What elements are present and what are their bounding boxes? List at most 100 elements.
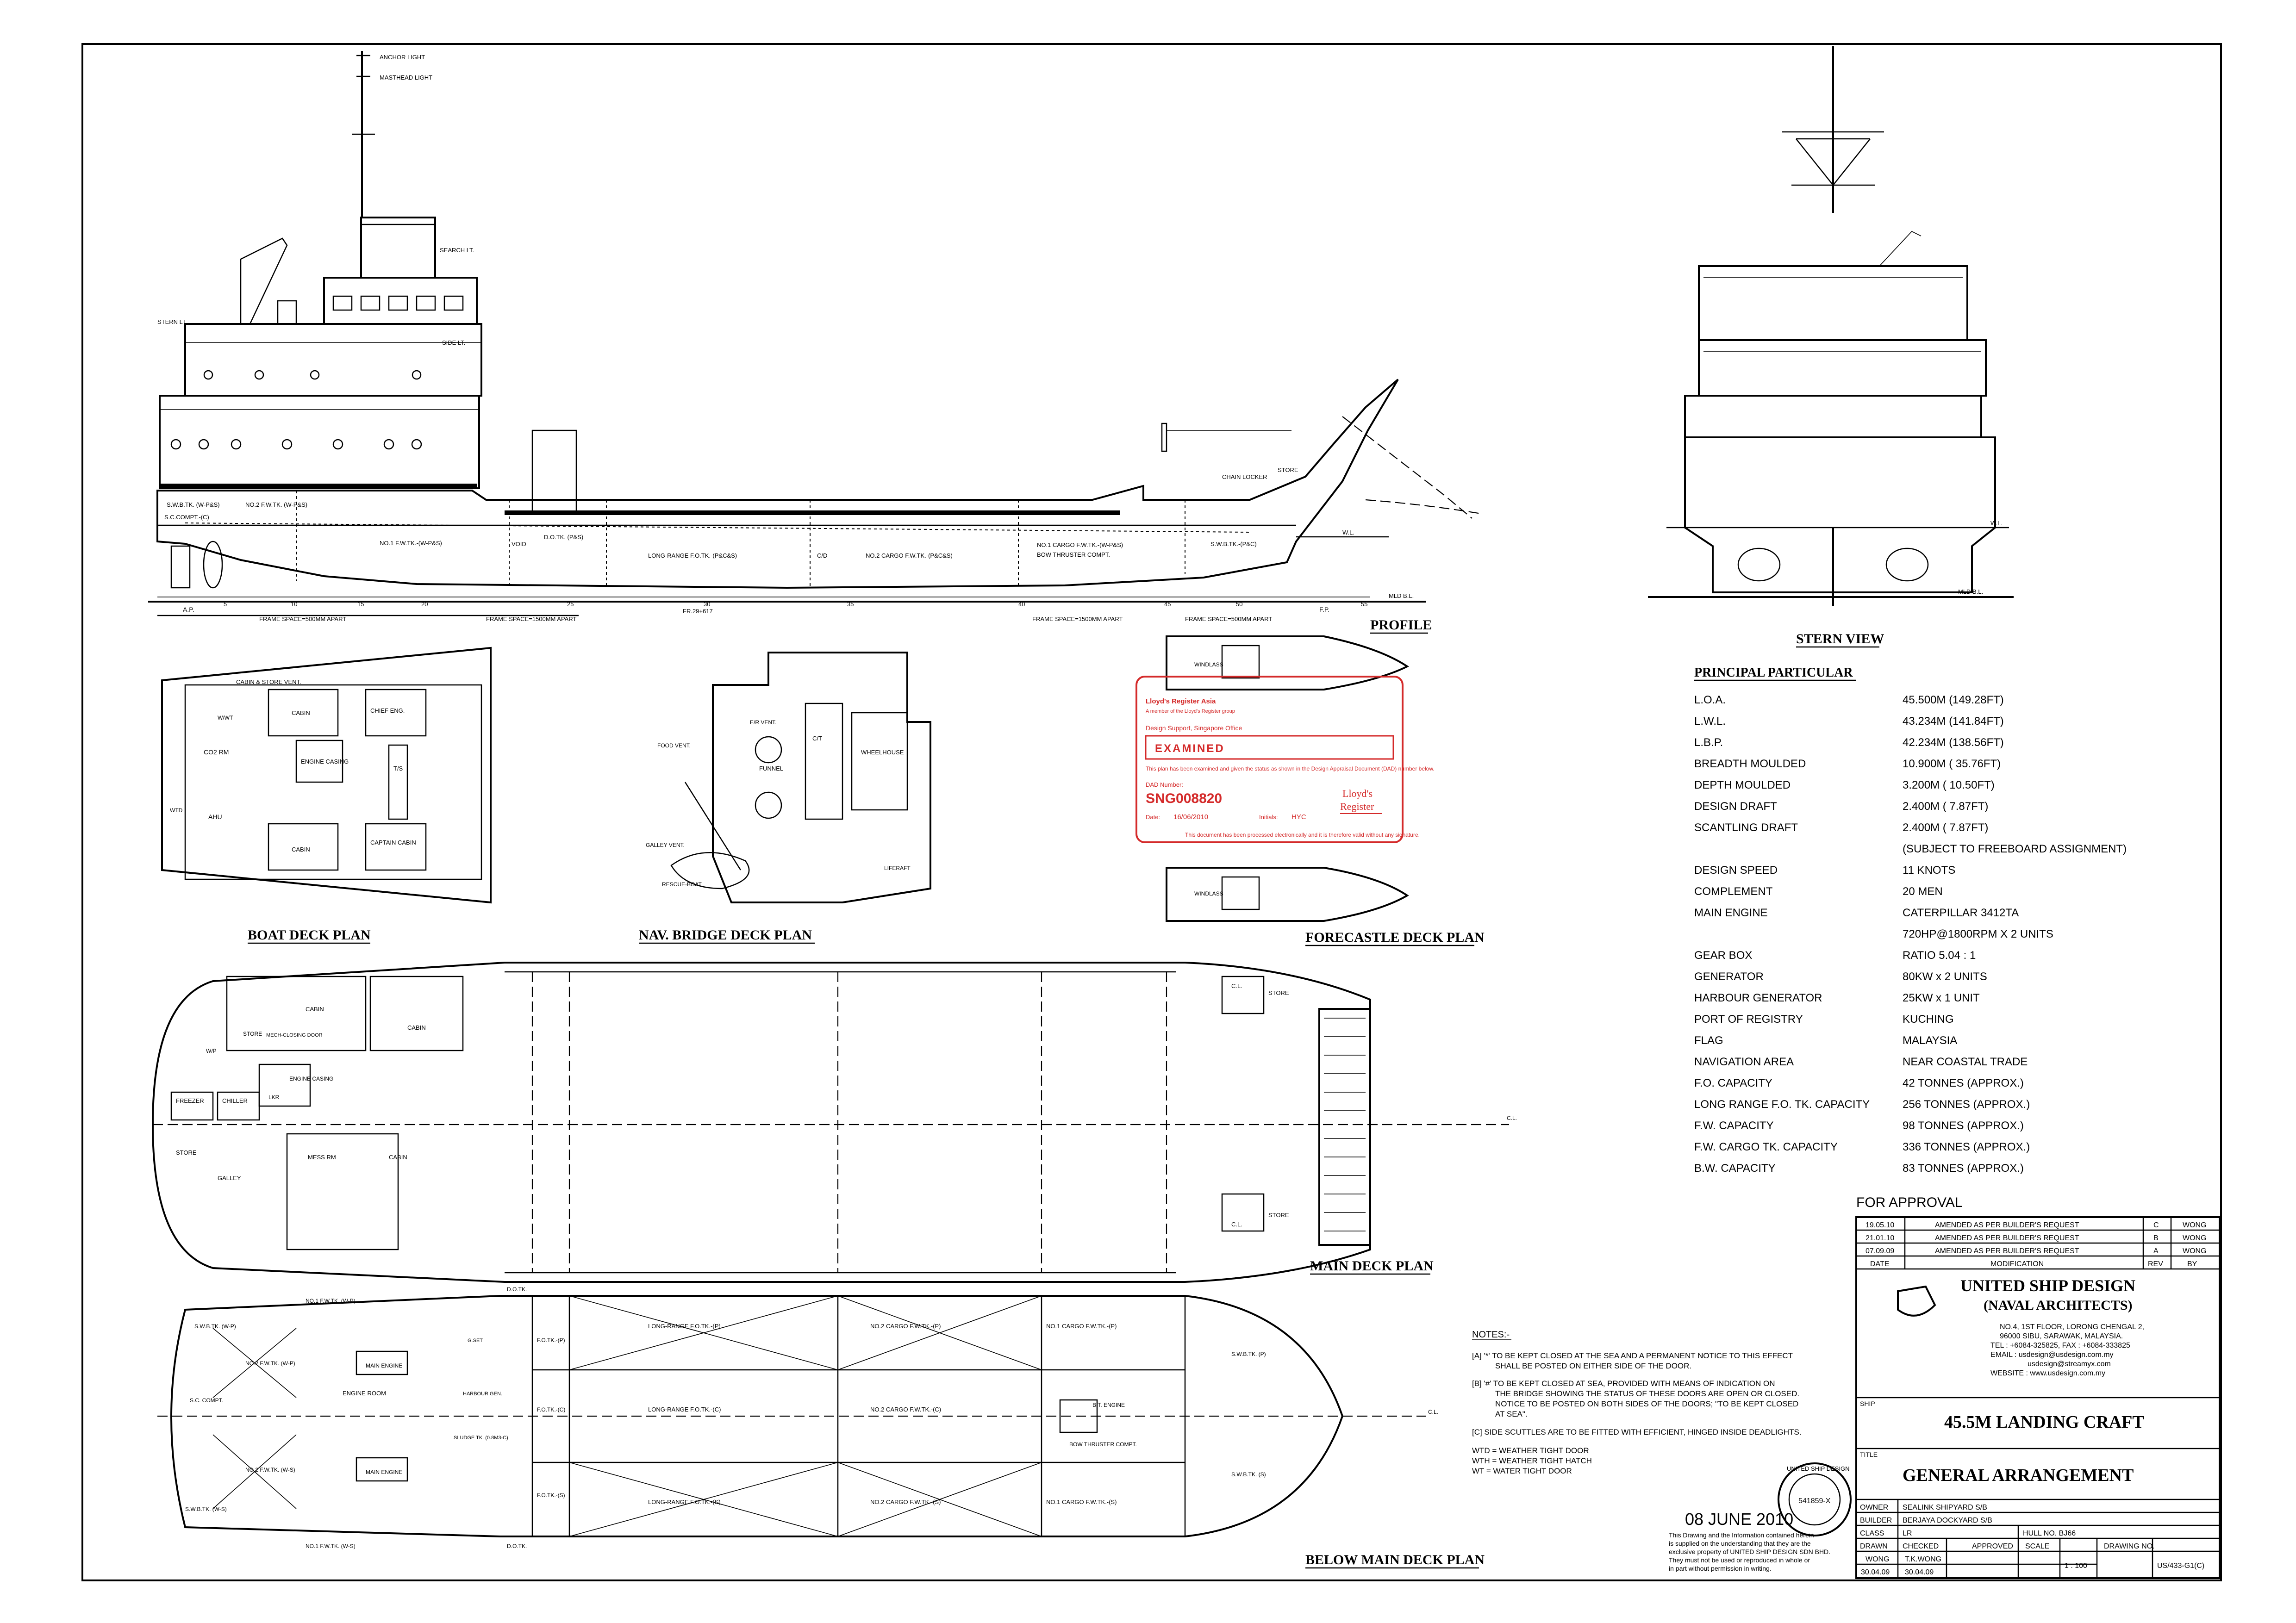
stamp-frame	[1136, 676, 1404, 843]
rev-rev: B	[2153, 1234, 2159, 1242]
no2-cargo-label: NO.2 CARGO F.W.TK.-(P&C&S)	[866, 552, 953, 559]
bm-dotk-top: D.O.TK.	[507, 1286, 527, 1293]
pp-key: LONG RANGE F.O. TK. CAPACITY	[1694, 1098, 1870, 1111]
fc-windlass-upper: WINDLASS	[1194, 661, 1223, 668]
fc-windlass-lower: WINDLASS	[1194, 890, 1223, 897]
bm-fotk-c: F.O.TK.-(C)	[537, 1406, 565, 1413]
md-store-label: STORE	[243, 1031, 262, 1037]
frame-numbers: 5 10 15 20 25 30 35 40 45 50 55	[224, 601, 1367, 608]
pp-key: L.B.P.	[1694, 736, 1723, 749]
svg-text:TEL : +6084-325825, FAX : +608: TEL : +6084-325825, FAX : +6084-333825	[1990, 1342, 2130, 1349]
stamp-logo-1: Lloyd's	[1342, 788, 1373, 799]
swb-tk-label: S.W.B.TK. (W-P&S)	[167, 501, 220, 508]
pp-value: (SUBJECT TO FREEBOARD ASSIGNMENT)	[1903, 843, 2127, 855]
rev-date: 21.01.10	[1866, 1234, 1894, 1242]
firm-logo	[1897, 1285, 1936, 1317]
boat-deck-title: BOAT DECK PLAN	[248, 927, 371, 943]
main-deck-title: MAIN DECK PLAN	[1310, 1258, 1434, 1274]
stern-light-label: STERN LT.	[157, 318, 187, 325]
cd-label: C/D	[817, 552, 827, 559]
bm-long-c: LONG-RANGE F.O.TK.-(C)	[648, 1406, 721, 1413]
pp-key: DEPTH MOULDED	[1694, 779, 1791, 791]
checked-date: 30.04.09	[1905, 1568, 1934, 1576]
dotk-label: D.O.TK. (P&S)	[544, 534, 583, 541]
stern-view: MLD B.L. W.L. STERN VIEW	[1648, 46, 2014, 648]
rev-rev: C	[2153, 1221, 2159, 1229]
forecastle-upper	[1166, 635, 1409, 690]
rev-by: WONG	[2183, 1247, 2207, 1255]
firm-sub: (NAVAL ARCHITECTS)	[1984, 1298, 2133, 1313]
forecastle-title: FORECASTLE DECK PLAN	[1305, 930, 1485, 945]
stamp-status: EXAMINED	[1155, 742, 1225, 755]
pp-key: F.W. CARGO TK. CAPACITY	[1694, 1141, 1838, 1153]
pp-key: L.O.A.	[1694, 694, 1726, 706]
bd-captain-label: CAPTAIN CABIN	[370, 839, 416, 846]
svg-text:usdesign@streamyx.com: usdesign@streamyx.com	[2028, 1360, 2111, 1368]
pp-value: 83 TONNES (APPROX.)	[1903, 1162, 2024, 1175]
checked-value: T.K.WONG	[1905, 1555, 1941, 1563]
stamp-date: 16/06/2010	[1173, 813, 1208, 821]
stamp-text: This plan has been examined and given th…	[1146, 765, 1435, 772]
pp-value: 2.400M ( 7.87FT)	[1903, 800, 1988, 813]
owner-label: OWNER	[1860, 1504, 1888, 1511]
svg-text:96000 SIBU, SARAWAK, MALAYSIA.: 96000 SIBU, SARAWAK, MALAYSIA.	[2000, 1332, 2123, 1340]
stamp-initials-label: Initials:	[1259, 814, 1278, 821]
md-lkr-label: LKR	[268, 1094, 280, 1101]
bd-cabin-label: CABIN	[292, 709, 310, 716]
stamp-initials: HYC	[1292, 813, 1306, 821]
ship-label: SHIP	[1860, 1400, 1875, 1407]
svg-text:in part without permission in: in part without permission in writing.	[1669, 1565, 1772, 1572]
bm-no2-cargo-s: NO.2 CARGO F.W.TK.-(S)	[870, 1499, 941, 1505]
md-cabin-2-label: CABIN	[407, 1024, 426, 1031]
nb-rescue-boat-label: RESCUE-BOAT	[662, 881, 702, 888]
stamp-org-sub: A member of the Lloyd's Register group	[1146, 709, 1235, 714]
no1-cargo-label: NO.1 CARGO F.W.TK.-(W-P&S)	[1037, 541, 1123, 548]
bm-long-s: LONG-RANGE F.O.TK.-(S)	[648, 1499, 721, 1505]
md-mech-door-label: MECH-CLOSING DOOR	[266, 1032, 323, 1038]
stamp-date-label: Date:	[1146, 814, 1160, 821]
hull-no: HULL NO. BJ66	[2023, 1530, 2076, 1537]
disclaimer: This Drawing and the Information contain…	[1669, 1531, 1830, 1572]
svg-text:55: 55	[1361, 601, 1367, 608]
nb-er-vent-label: E/R VENT.	[750, 719, 776, 726]
drawn-label: DRAWN	[1860, 1542, 1888, 1550]
frame-space-1500-fwd: FRAME SPACE=1500MM APART	[1032, 616, 1123, 622]
bm-no2-fw-s: NO.2 F.W.TK. (W-S)	[245, 1467, 295, 1473]
stern-mld-bl: MLD B.L.	[1958, 588, 1983, 595]
bm-fotk-s: F.O.TK.-(S)	[537, 1492, 565, 1499]
bm-bt-engine: B.T. ENGINE	[1092, 1402, 1125, 1408]
pp-value: 11 KNOTS	[1903, 864, 1955, 877]
rev-head-by: BY	[2187, 1260, 2197, 1268]
class-label: CLASS	[1860, 1530, 1884, 1537]
pp-key: F.O. CAPACITY	[1694, 1077, 1772, 1089]
note-b-line4: AT SEA".	[1495, 1410, 1528, 1418]
rev-mod: AMENDED AS PER BUILDER'S REQUEST	[1935, 1247, 2079, 1255]
svg-text:40: 40	[1018, 601, 1025, 608]
svg-text:10: 10	[291, 601, 297, 608]
pp-key: B.W. CAPACITY	[1694, 1162, 1776, 1175]
stamp-dad-number: SNG008820	[1146, 791, 1222, 806]
stamp-status-box	[1145, 735, 1394, 760]
bm-main-engine-p: MAIN ENGINE	[366, 1362, 402, 1369]
profile-hull	[156, 379, 1399, 589]
pp-key: SCANTLING DRAFT	[1694, 821, 1798, 834]
bd-chief-eng-label: CHIEF ENG.	[370, 707, 405, 714]
md-cl: C.L.	[1507, 1115, 1517, 1121]
lloyds-register-stamp: Lloyd's Register Asia A member of the Ll…	[1136, 676, 1435, 843]
md-wp-label: W/P	[206, 1048, 217, 1054]
frame-space-1500: FRAME SPACE=1500MM APART	[486, 616, 576, 622]
date-stamp: 08 JUNE 2010	[1685, 1510, 1793, 1529]
note-wth: WTH = WEATHER TIGHT HATCH	[1472, 1456, 1592, 1465]
nav-bridge-deck-plan: WHEELHOUSE FUNNEL GALLEY VENT. RESCUE-BO…	[639, 652, 931, 944]
pp-key: MAIN ENGINE	[1694, 907, 1768, 919]
boat-deckhouse	[184, 323, 482, 397]
bm-no2-cargo-c: NO.2 CARGO F.W.TK.-(C)	[870, 1406, 941, 1413]
bm-gset: G.SET	[468, 1338, 483, 1343]
no1-fwtk-label: NO.1 F.W.TK.-(W-P&S)	[380, 540, 442, 547]
bd-cabin-store-label: CABIN & STORE VENT.	[236, 678, 301, 685]
pp-key: F.W. CAPACITY	[1694, 1119, 1774, 1132]
pp-key: BREADTH MOULDED	[1694, 758, 1806, 770]
svg-text:NO.4, 1ST FLOOR, LORONG CHENGA: NO.4, 1ST FLOOR, LORONG CHENGAL 2,	[2000, 1323, 2144, 1331]
checked-label: CHECKED	[1903, 1542, 1939, 1550]
bm-swb-s: S.W.B.TK. (W-S)	[185, 1506, 227, 1512]
